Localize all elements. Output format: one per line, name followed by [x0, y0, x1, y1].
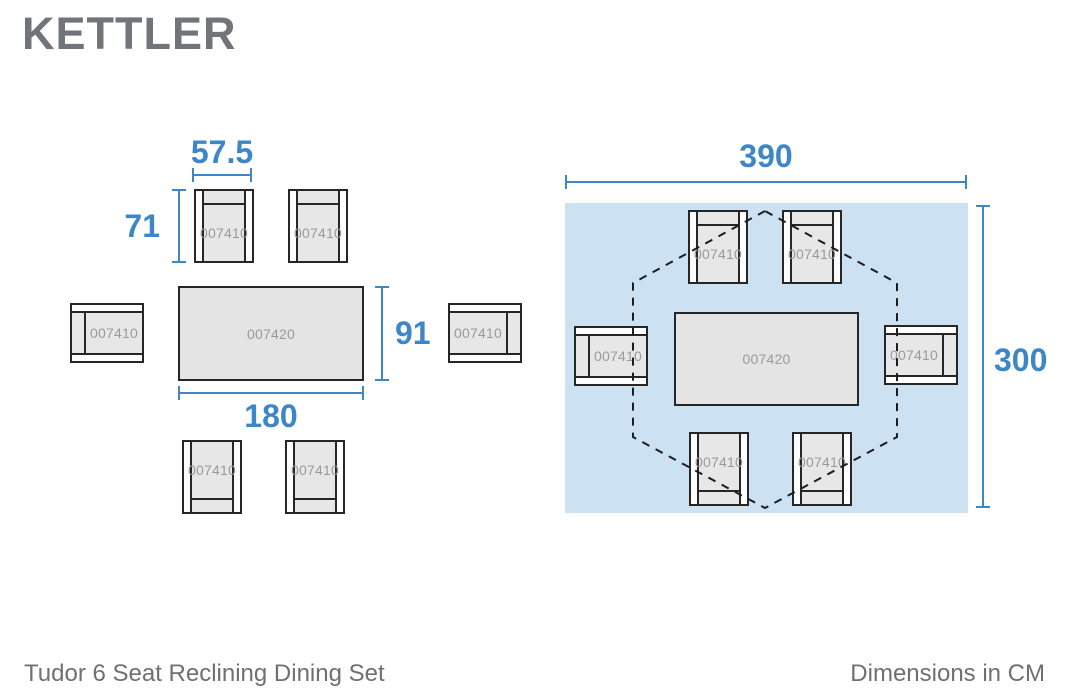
- chair-code-label: 007410: [798, 454, 846, 470]
- chair-backrest-line: [800, 490, 844, 492]
- chair-code-label: 007410: [294, 225, 342, 241]
- chair-backrest-line: [190, 498, 234, 500]
- chair-left-plan: 007410: [574, 326, 648, 386]
- chair-seat: [296, 191, 340, 261]
- chair-width-dimension-line: [192, 168, 252, 182]
- table-code-label: 007420: [742, 351, 791, 367]
- clearance-width-dimension-line: [565, 175, 967, 189]
- clearance-area: 007420 007410 007410 007410 007410: [565, 203, 968, 513]
- chair-left-plan: 007410: [70, 303, 144, 363]
- chair-bottom-left-plan: 007410: [689, 432, 749, 506]
- chair-backrest-line: [696, 224, 740, 226]
- chair-seat: [72, 311, 142, 355]
- chair-bottom-left-plan: 007410: [182, 440, 242, 514]
- chair-seat: [697, 434, 741, 504]
- chair-backrest-line: [697, 490, 741, 492]
- table-code-label: 007420: [247, 325, 295, 342]
- chair-right-plan: 007410: [448, 303, 522, 363]
- table-width-dimension-label: 180: [244, 398, 298, 434]
- chair-code-label: 007410: [291, 462, 339, 478]
- chair-seat: [576, 334, 646, 378]
- chair-code-label: 007410: [694, 246, 742, 262]
- table-depth-dimension-label: 91: [395, 315, 431, 351]
- chair-backrest-line: [84, 311, 86, 355]
- units-note: Dimensions in CM: [850, 660, 1045, 687]
- chair-backrest-line: [942, 333, 944, 377]
- dining-table-plan: 007420: [674, 312, 859, 406]
- clearance-depth-dimension-label: 300: [994, 342, 1048, 378]
- chair-seat: [190, 442, 234, 512]
- chair-backrest-line: [296, 203, 340, 205]
- chair-depth-dimension-label: 71: [124, 208, 160, 244]
- kettler-logo: KETTLER: [22, 8, 237, 59]
- chair-top-left-plan: 007410: [194, 189, 254, 263]
- chair-backrest-line: [202, 203, 246, 205]
- chair-top-right-plan: 007410: [782, 210, 842, 284]
- recline-clearance-dashed-outline: [632, 209, 898, 510]
- chair-code-label: 007410: [188, 462, 236, 478]
- chair-code-label: 007410: [695, 454, 743, 470]
- dining-table-plan: 007420: [178, 286, 364, 381]
- clearance-depth-dimension-line: [976, 205, 990, 508]
- chair-code-label: 007410: [90, 325, 138, 341]
- chair-seat: [293, 442, 337, 512]
- chair-seat: [790, 212, 834, 282]
- chair-code-label: 007410: [200, 225, 248, 241]
- chair-bottom-right-plan: 007410: [285, 440, 345, 514]
- chair-code-label: 007410: [454, 325, 502, 341]
- chair-seat: [800, 434, 844, 504]
- chair-depth-dimension-line: [172, 189, 186, 263]
- table-width-dimension-line: [178, 386, 364, 400]
- chair-seat: [450, 311, 520, 355]
- chair-code-label: 007410: [594, 348, 642, 364]
- table-depth-dimension-line: [375, 286, 389, 381]
- chair-seat: [886, 333, 956, 377]
- chair-backrest-line: [293, 498, 337, 500]
- chair-code-label: 007410: [890, 347, 938, 363]
- chair-code-label: 007410: [788, 246, 836, 262]
- chair-bottom-right-plan: 007410: [792, 432, 852, 506]
- product-title: Tudor 6 Seat Reclining Dining Set: [24, 660, 385, 687]
- clearance-width-dimension-label: 390: [739, 138, 793, 174]
- chair-top-right-plan: 007410: [288, 189, 348, 263]
- chair-backrest-line: [506, 311, 508, 355]
- chair-seat: [202, 191, 246, 261]
- chair-backrest-line: [588, 334, 590, 378]
- chair-width-dimension-label: 57.5: [190, 134, 254, 170]
- chair-backrest-line: [790, 224, 834, 226]
